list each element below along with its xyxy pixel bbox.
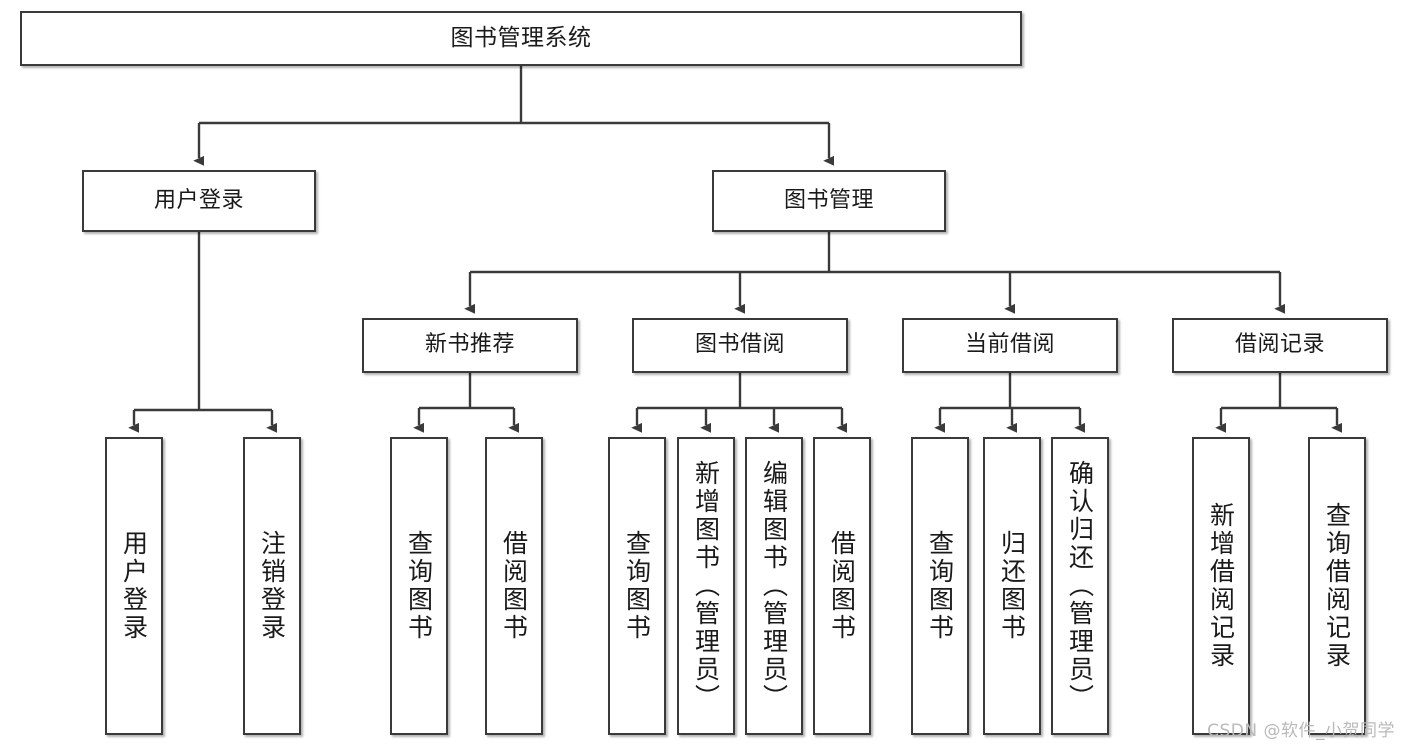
node-label: 当前借阅 [964, 332, 1055, 358]
node-label: 新增借阅记录 [1206, 502, 1236, 670]
node-label: 用户登录 [153, 187, 244, 213]
node-label: 借阅记录 [1234, 332, 1325, 358]
node-l10[interactable]: 归还图书 [983, 437, 1041, 735]
node-l7[interactable]: 编辑图书（管理员） [745, 437, 803, 735]
node-label: 借阅图书 [827, 530, 857, 642]
node-label: 注销登录 [257, 530, 287, 642]
node-l9[interactable]: 查询图书 [911, 437, 969, 735]
node-label: 用户登录 [119, 530, 149, 642]
node-l1[interactable]: 用户登录 [105, 437, 163, 735]
node-l12[interactable]: 新增借阅记录 [1192, 437, 1250, 735]
node-l8[interactable]: 借阅图书 [813, 437, 871, 735]
node-l4[interactable]: 借阅图书 [485, 437, 543, 735]
node-borrow[interactable]: 图书借阅 [632, 318, 848, 373]
node-label: 新书推荐 [424, 332, 515, 358]
node-label: 图书管理 [783, 187, 874, 213]
node-label: 图书管理系统 [450, 24, 592, 51]
node-l5[interactable]: 查询图书 [608, 437, 666, 735]
node-label: 查询借阅记录 [1322, 502, 1352, 670]
node-l6[interactable]: 新增图书（管理员） [677, 437, 735, 735]
node-label: 确认归还（管理员） [1065, 460, 1095, 712]
node-label: 编辑图书（管理员） [759, 460, 789, 712]
node-records[interactable]: 借阅记录 [1172, 318, 1388, 373]
node-label: 新增图书（管理员） [691, 460, 721, 712]
node-l3[interactable]: 查询图书 [390, 437, 448, 735]
node-bookmgmt[interactable]: 图书管理 [712, 170, 946, 232]
node-newbook[interactable]: 新书推荐 [362, 318, 578, 373]
node-label: 图书借阅 [694, 332, 785, 358]
node-label: 查询图书 [925, 530, 955, 642]
watermark-text: CSDN @软件_小贺同学 [1207, 721, 1395, 741]
node-label: 查询图书 [622, 530, 652, 642]
node-l11[interactable]: 确认归还（管理员） [1051, 437, 1109, 735]
node-l2[interactable]: 注销登录 [243, 437, 301, 735]
node-label: 借阅图书 [499, 530, 529, 642]
node-login[interactable]: 用户登录 [82, 170, 316, 232]
node-l13[interactable]: 查询借阅记录 [1308, 437, 1366, 735]
node-current[interactable]: 当前借阅 [902, 318, 1118, 373]
node-label: 归还图书 [997, 530, 1027, 642]
node-root[interactable]: 图书管理系统 [20, 11, 1022, 66]
node-label: 查询图书 [404, 530, 434, 642]
